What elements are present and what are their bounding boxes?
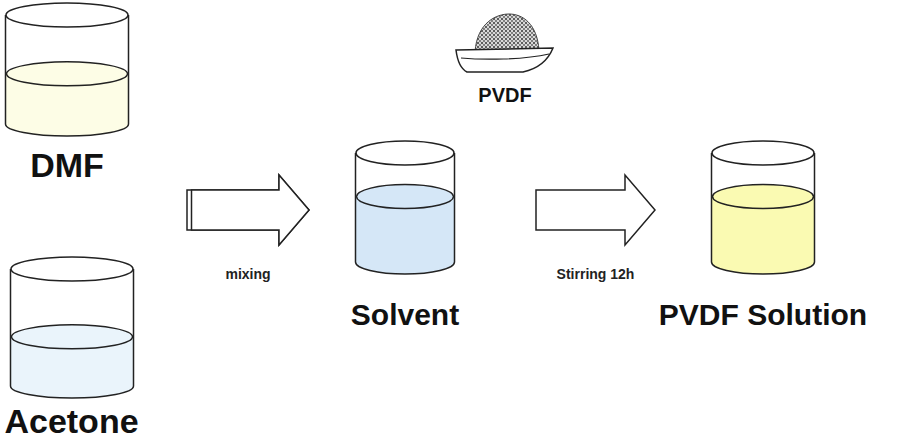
node-label: PVDF Solution: [659, 298, 867, 333]
block-arrow: [187, 175, 309, 245]
beaker-illustration: [9, 256, 135, 400]
block-arrow: [192, 175, 310, 245]
node-label: Acetone: [4, 402, 138, 441]
beaker-illustration: [710, 140, 816, 276]
node-label: Solvent: [351, 298, 459, 333]
weighing-boat-illustration: [453, 10, 557, 76]
beaker-node: Acetone: [4, 256, 139, 441]
material-node: PVDF: [453, 10, 557, 107]
edge-label: mixing: [223, 266, 272, 282]
block-arrow: [536, 175, 655, 245]
node-label: PVDF: [478, 84, 531, 107]
beaker-node: Solvent: [351, 140, 460, 333]
node-label: DMF: [30, 146, 104, 185]
edge-label: Stirring 12h: [555, 266, 637, 282]
beaker-illustration: [354, 140, 456, 276]
beaker-node: PVDF Solution: [659, 140, 868, 333]
beaker-node: DMF: [4, 2, 130, 185]
beaker-illustration: [4, 2, 130, 138]
